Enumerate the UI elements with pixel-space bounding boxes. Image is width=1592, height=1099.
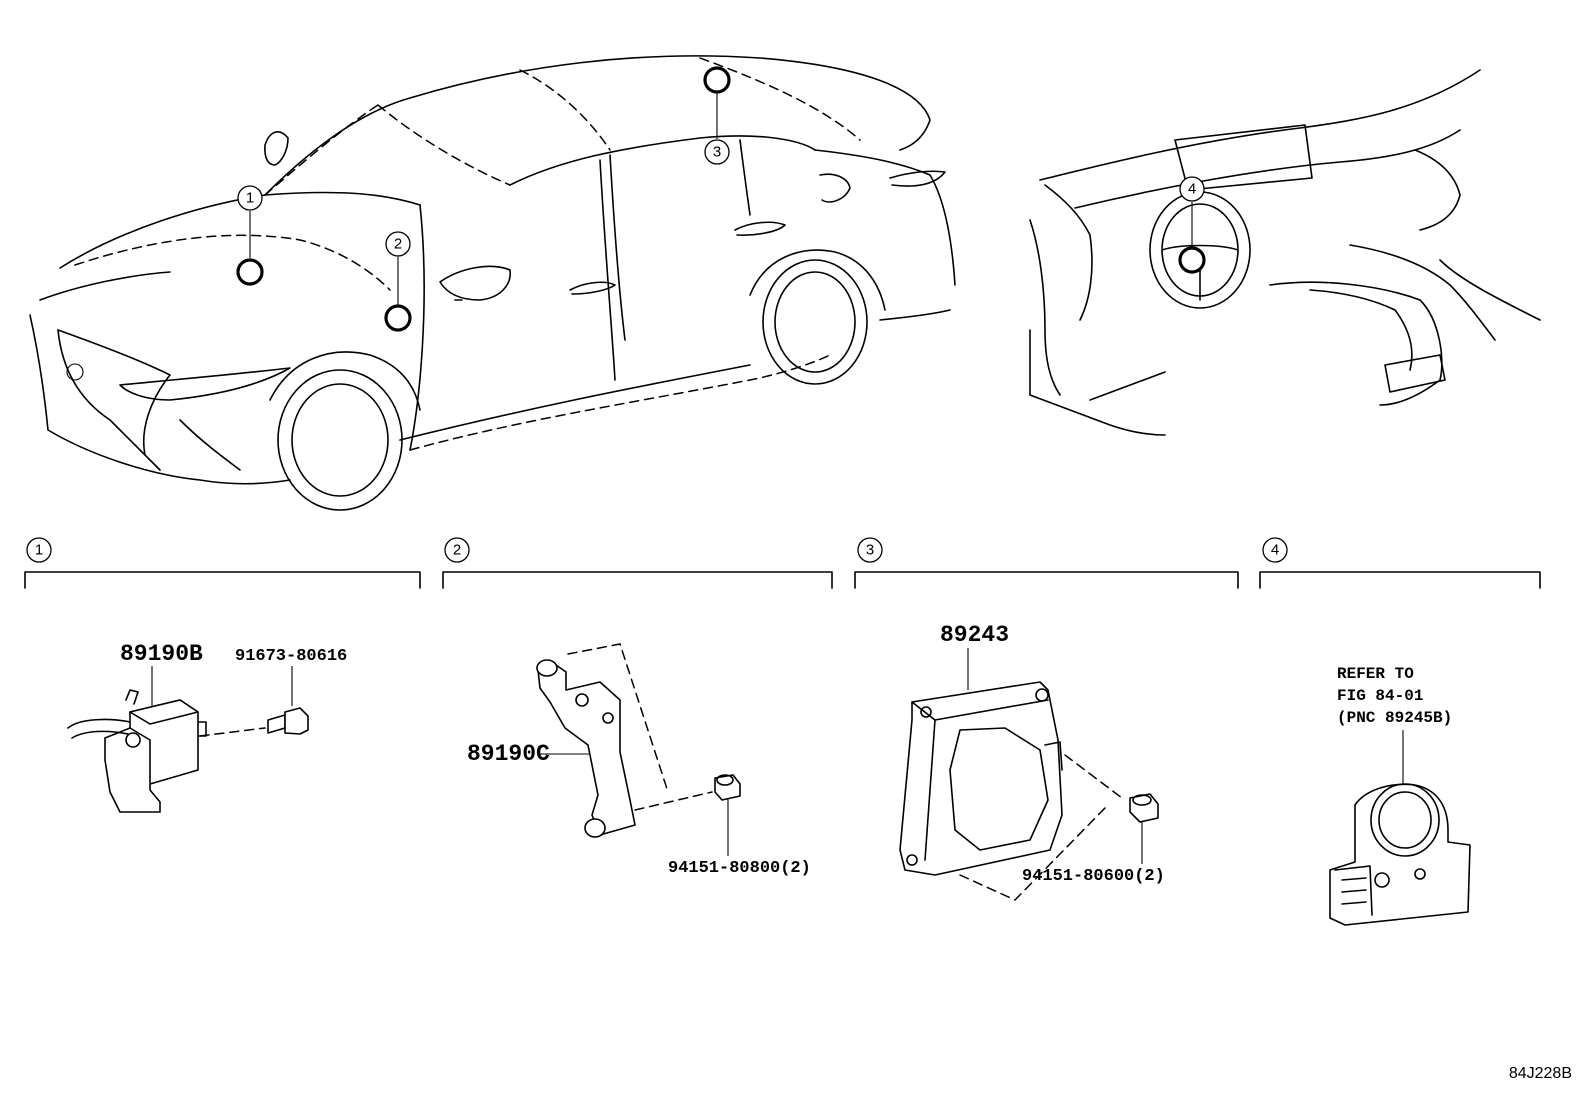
nut-94151-80600-drawing <box>1129 793 1159 823</box>
bolt-91673-80616-drawing <box>267 707 309 735</box>
location-marker-1 <box>236 258 264 286</box>
section-1-parts: 89190B 91673-80616 <box>67 641 347 813</box>
svg-text:2: 2 <box>453 542 461 559</box>
car-illustration <box>29 55 956 511</box>
location-marker-2 <box>384 304 412 332</box>
part-number-91673-80616: 91673-80616 <box>235 647 347 666</box>
location-marker-3 <box>703 66 731 94</box>
svg-text:1: 1 <box>35 542 43 559</box>
steering-sensor-drawing <box>1329 783 1471 926</box>
sensor-89190B-drawing <box>67 689 207 813</box>
part-number-89190C: 89190C <box>467 741 550 767</box>
overview-callout-4: 4 <box>1178 176 1206 274</box>
svg-text:3: 3 <box>866 542 874 559</box>
overview-callout-2: 2 <box>384 231 412 332</box>
reference-line-3: (PNC 89245B) <box>1337 709 1452 727</box>
reference-line-2: FIG 84-01 <box>1337 687 1423 705</box>
svg-text:4: 4 <box>1271 542 1279 559</box>
part-number-94151-80800: 94151-80800(2) <box>668 859 811 878</box>
part-number-94151-80600: 94151-80600(2) <box>1022 867 1165 886</box>
section-3-parts: 89243 94151-80600(2) <box>899 622 1165 901</box>
svg-text:3: 3 <box>713 144 721 161</box>
figure-id: 84J228B <box>1509 1065 1572 1082</box>
svg-text:2: 2 <box>394 236 402 253</box>
reference-line-1: REFER TO <box>1337 665 1414 683</box>
section-2-parts: 89190C 94151-80800(2) <box>467 643 811 878</box>
part-number-89190B: 89190B <box>120 641 203 667</box>
part-number-89243: 89243 <box>940 622 1009 648</box>
overview-callout-3: 3 <box>703 66 731 165</box>
section-2-header: 2 <box>442 537 833 589</box>
nut-94151-80800-drawing <box>714 774 741 801</box>
section-4-header: 4 <box>1259 537 1541 589</box>
section-4-reference: REFER TO FIG 84-01 (PNC 89245B) <box>1329 665 1471 926</box>
ecu-89243-drawing <box>899 681 1063 876</box>
overview-callout-1: 1 <box>236 185 264 286</box>
section-3-header: 3 <box>854 537 1239 589</box>
interior-illustration <box>1029 69 1541 436</box>
svg-text:1: 1 <box>246 190 254 207</box>
bracket-89190C-drawing <box>536 659 636 838</box>
location-marker-4 <box>1178 246 1206 274</box>
svg-text:4: 4 <box>1188 181 1196 198</box>
section-1-header: 1 <box>24 537 421 589</box>
